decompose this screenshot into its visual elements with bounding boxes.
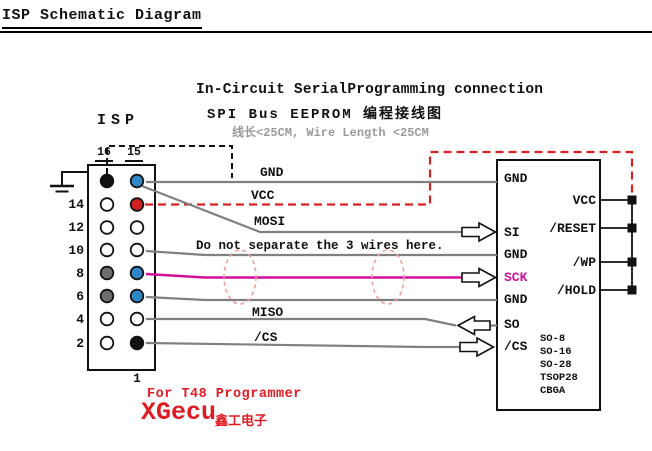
wire-length-note: 线长<25CM, Wire Length <25CM xyxy=(232,126,429,140)
pin-13 xyxy=(129,197,145,212)
ground-symbol-icon xyxy=(50,171,89,193)
chip-wp-label: /WP xyxy=(572,254,596,270)
pin-12 xyxy=(99,220,115,235)
header-rule xyxy=(0,31,652,33)
miso-wire-label: MISO xyxy=(252,305,284,320)
pin-2 xyxy=(99,335,115,351)
chip-hold-label: /HOLD xyxy=(556,282,596,298)
pin-9 xyxy=(129,242,145,258)
pin-14 xyxy=(99,197,115,212)
pin15-label: 15 xyxy=(125,146,143,162)
pin6-label: 6 xyxy=(76,288,84,304)
chip-gnd-bot-label: GND xyxy=(504,292,528,307)
isp-pins xyxy=(99,173,145,351)
xgecu-logo-cn: 鑫工电子 xyxy=(215,414,268,429)
pin-1 xyxy=(129,335,145,351)
pullup-network xyxy=(600,195,637,295)
pin2-label: 2 xyxy=(76,335,84,351)
chip-reset-label: /RESET xyxy=(549,220,596,236)
pin-8 xyxy=(99,265,115,281)
mosi-wire xyxy=(141,184,462,234)
pin-5 xyxy=(129,288,145,304)
chip-so-label: SO xyxy=(504,317,520,332)
for-t48-label: For T48 Programmer xyxy=(147,387,302,402)
pin8-label: 8 xyxy=(76,265,84,281)
pin12-label: 12 xyxy=(68,220,84,235)
cs-input-arrow-icon xyxy=(459,336,496,358)
chip-si-label: SI xyxy=(504,224,520,240)
cs-wire xyxy=(145,341,460,349)
diagram-subtitle: SPI Bus EEPROM 编程接线图 xyxy=(207,107,444,123)
gnd3-wire xyxy=(145,295,497,302)
pin-16 xyxy=(99,173,115,189)
gnd2-wire xyxy=(145,249,497,257)
vcc-wire xyxy=(145,150,634,206)
pin14-label: 14 xyxy=(68,197,84,212)
pin-11 xyxy=(129,220,145,235)
pin-7 xyxy=(129,265,145,281)
package-so28: SO-28 xyxy=(540,359,572,371)
sck-wire xyxy=(145,272,462,279)
package-tsop28: TSOP28 xyxy=(540,372,578,384)
pin-10 xyxy=(99,242,115,258)
gnd-wire-label: GND xyxy=(260,165,284,180)
chip-cs-label: /CS xyxy=(504,339,528,354)
do-not-separate-note: Do not separate the 3 wires here. xyxy=(196,239,444,253)
cs-wire-label: /CS xyxy=(254,330,278,345)
eeprom-chip-body xyxy=(496,159,601,411)
package-cbga: CBGA xyxy=(540,385,566,397)
vcc-wire-label: VCC xyxy=(251,188,275,203)
pin-15 xyxy=(129,173,145,189)
keep-together-circle-left xyxy=(223,249,257,305)
sck-input-arrow-icon xyxy=(461,267,498,288)
pin16-label: 16 xyxy=(95,146,113,162)
pin10-label: 10 xyxy=(68,242,84,258)
miso-wire xyxy=(146,317,457,327)
pin-3 xyxy=(129,311,145,327)
si-input-arrow-icon xyxy=(461,221,498,243)
package-so8: SO-8 xyxy=(540,333,566,345)
xgecu-logo: XGecu xyxy=(141,398,217,427)
chip-vcc-label: VCC xyxy=(572,192,596,208)
chip-gnd-top-label: GND xyxy=(504,171,528,186)
pin-6 xyxy=(99,288,115,304)
pin4-label: 4 xyxy=(76,311,84,327)
chip-sck-label: SCK xyxy=(504,269,528,285)
chip-gnd-mid-label: GND xyxy=(504,247,528,262)
package-so16: SO-16 xyxy=(540,346,572,358)
isp-connector-body xyxy=(87,164,156,371)
pin1-label: 1 xyxy=(133,372,141,386)
so-output-arrow-icon xyxy=(456,315,491,336)
page-title: ISP Schematic Diagram xyxy=(2,7,202,29)
isp-label: ISP xyxy=(97,112,140,129)
pin-4 xyxy=(99,311,115,327)
keep-together-circle-right xyxy=(371,249,405,305)
mosi-wire-label: MOSI xyxy=(254,214,286,229)
diagram-title: In-Circuit SerialProgramming connection xyxy=(196,82,544,98)
